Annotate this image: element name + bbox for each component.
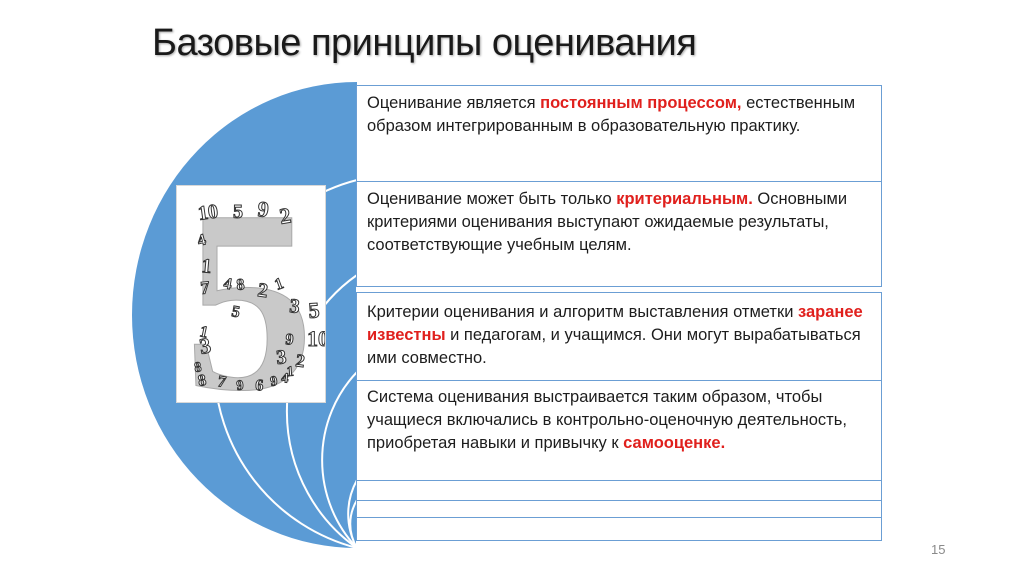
principle-2-text-end: Основными критериями оценивания выступаю…	[367, 190, 848, 254]
principle-4-text: Система оценивания выстраивается таким о…	[367, 388, 847, 452]
principle-3-text-end: и педагогам, и учащимся. Они могут выраб…	[367, 326, 861, 367]
collage-digit: 4	[281, 371, 290, 387]
collage-digit: 8	[193, 360, 202, 376]
collage-digit: 5	[233, 201, 243, 223]
empty-row-2	[356, 500, 882, 518]
slide-title: Базовые принципы оценивания	[152, 22, 697, 64]
collage-digit: 2	[278, 202, 293, 229]
collage-digit: 6	[255, 377, 264, 395]
arc-ring-5	[349, 496, 358, 552]
collage-digit: 5	[308, 297, 321, 323]
principle-1-text: Оценивание является	[367, 94, 541, 112]
big-five-digit: 5	[184, 186, 314, 402]
collage-digit: 3	[275, 346, 287, 369]
principle-2-text: Оценивание может быть только	[367, 190, 617, 208]
collage-digit: 9	[269, 374, 278, 390]
principle-1-text-end: естественным образом интегрированным в о…	[367, 94, 856, 135]
principle-box-3: Критерии оценивания и алгоритм выставлен…	[356, 292, 882, 381]
principle-1-highlight: постоянным процессом,	[540, 94, 742, 112]
collage-digit: 7	[200, 277, 211, 298]
collage-digit: 9	[256, 196, 270, 222]
collage-digit: 1	[201, 255, 213, 278]
collage-digit: 2	[294, 350, 306, 371]
principle-box-2: Оценивание может быть только критериальн…	[356, 181, 882, 287]
collage-digit: 1	[286, 365, 294, 380]
collage-digit: 10	[307, 326, 325, 351]
principle-3-text: Критерии оценивания и алгоритм выставлен…	[367, 303, 798, 321]
collage-digit: 3	[198, 332, 213, 359]
collage-digit: 8	[197, 372, 208, 390]
collage-digit: 3	[288, 295, 300, 318]
collage-digit: 8	[236, 276, 246, 294]
principle-4-highlight: самооценке.	[623, 434, 726, 452]
collage-digit: 9	[285, 331, 295, 349]
page-number: 15	[931, 542, 946, 557]
collage-digit: 9	[236, 378, 245, 394]
principle-3-highlight: заранее известны	[367, 303, 863, 344]
collage-digit: 5	[230, 303, 241, 321]
principle-box-1: Оценивание является постоянным процессом…	[356, 85, 882, 182]
collage-digit: 2	[256, 279, 269, 302]
principle-box-4: Система оценивания выстраивается таким о…	[356, 380, 882, 481]
collage-digit: 10	[197, 200, 220, 225]
empty-row-1	[356, 480, 882, 501]
empty-row-3	[356, 517, 882, 541]
collage-digit: 4	[222, 275, 233, 293]
collage-digit: 7	[216, 373, 227, 391]
principle-2-highlight: критериальным.	[616, 190, 753, 208]
